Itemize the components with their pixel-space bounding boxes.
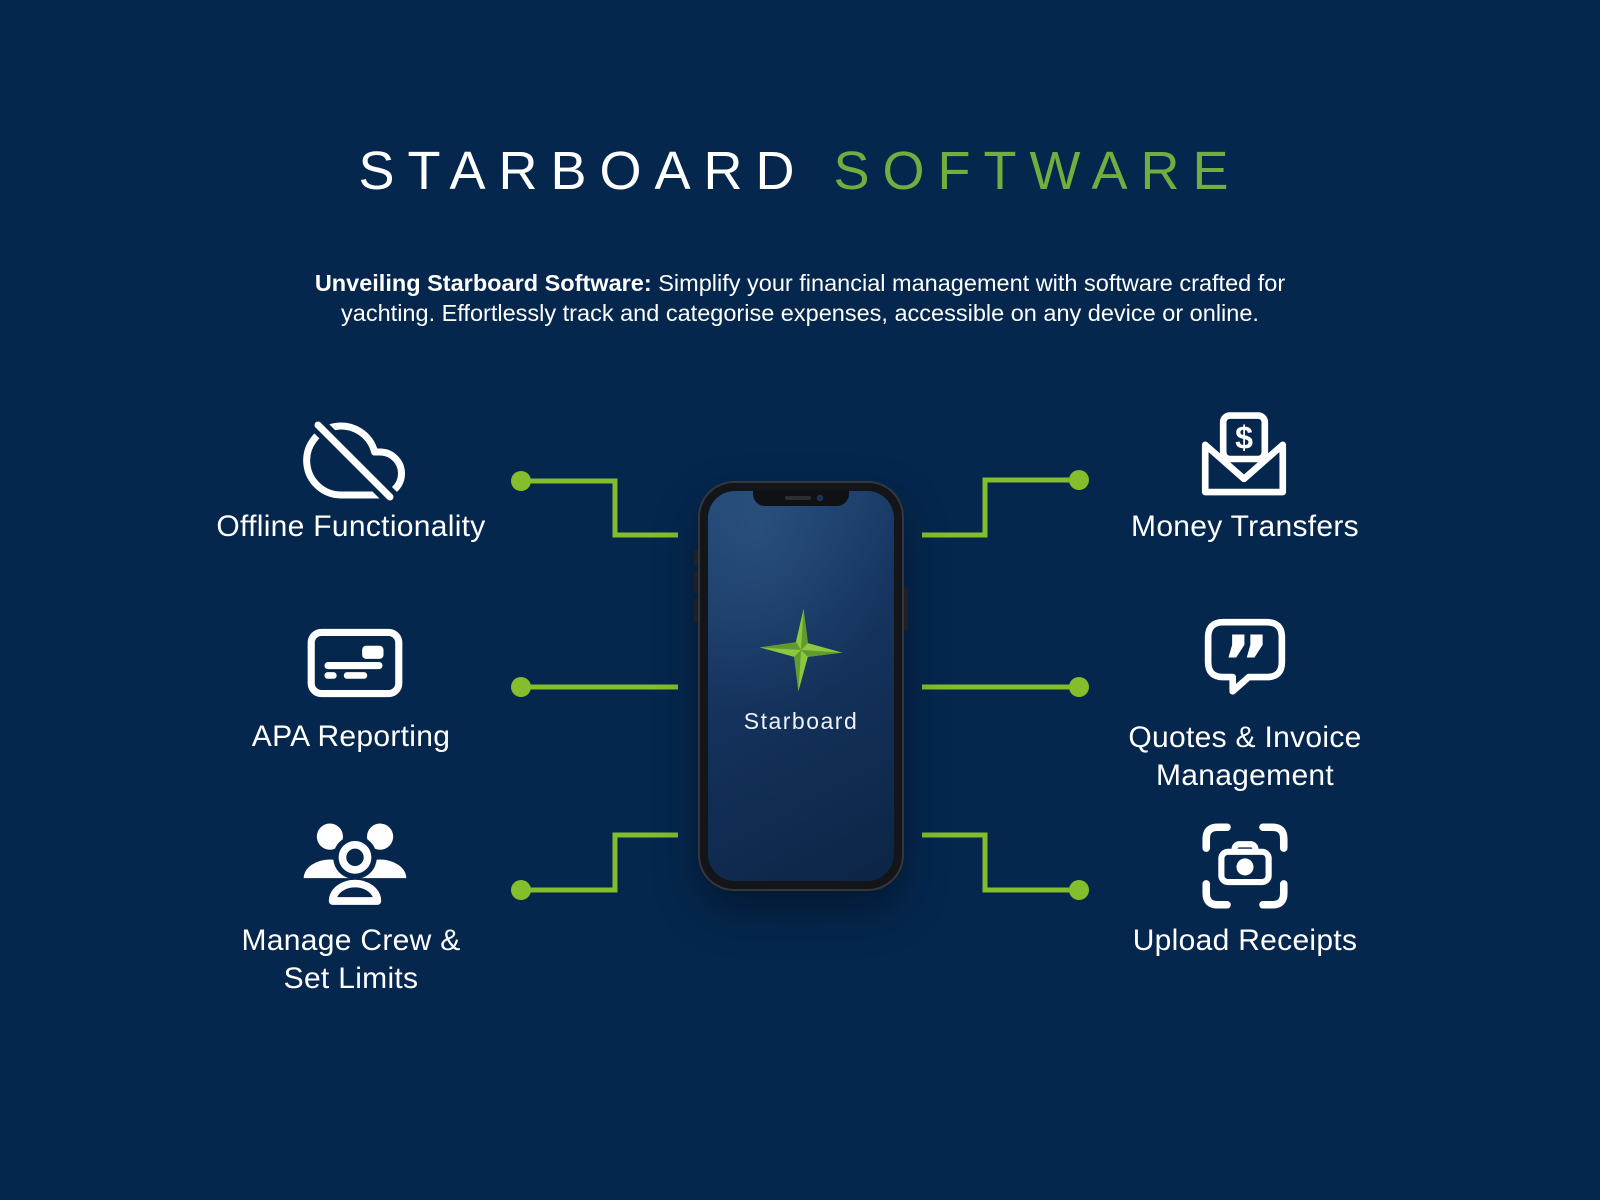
page-title: STARBOARD SOFTWARE	[0, 140, 1600, 202]
title-word-starboard: STARBOARD	[358, 141, 808, 201]
starboard-star-icon	[759, 608, 843, 692]
phone-notch	[753, 491, 849, 506]
phone-mockup: Starboard	[700, 483, 902, 889]
feature-label-crew: Manage Crew & Set Limits	[241, 924, 461, 995]
phone-volume-up-button	[694, 572, 702, 593]
quote-glyph: ”	[1222, 621, 1270, 706]
dollar-glyph: $	[1235, 420, 1253, 456]
phone-screen: Starboard	[708, 491, 894, 881]
intro-paragraph: Unveiling Starboard Software: Simplify y…	[175, 268, 1425, 328]
intro-line2: yachting. Effortlessly track and categor…	[341, 300, 1259, 326]
feature-label-receipts: Upload Receipts	[1132, 924, 1358, 957]
phone-logo-text: Starboard	[743, 708, 859, 734]
cloud-offline-icon	[291, 408, 413, 508]
feature-label-quotes: Quotes & Invoice Management	[1128, 721, 1362, 792]
upload-receipt-icon	[1193, 814, 1297, 918]
starboard-logo: Starboard	[708, 607, 894, 735]
quotes-invoice-icon: ”	[1193, 609, 1297, 713]
title-word-software: SOFTWARE	[833, 141, 1242, 201]
feature-label-apa: APA Reporting	[251, 720, 451, 753]
money-transfer-icon: $	[1192, 407, 1296, 511]
phone-mute-switch	[694, 550, 702, 566]
phone-power-button	[900, 588, 908, 630]
phone-speaker	[785, 496, 811, 500]
intro-bold: Unveiling Starboard Software:	[314, 270, 652, 296]
phone-volume-down-button	[694, 599, 702, 622]
crew-group-icon	[295, 810, 415, 920]
feature-label-offline: Offline Functionality	[216, 510, 486, 543]
phone-front-camera	[817, 495, 823, 501]
credit-card-icon	[299, 607, 411, 719]
intro-line1: Simplify your financial management with …	[658, 270, 1286, 296]
feature-label-money: Money Transfers	[1131, 510, 1359, 543]
